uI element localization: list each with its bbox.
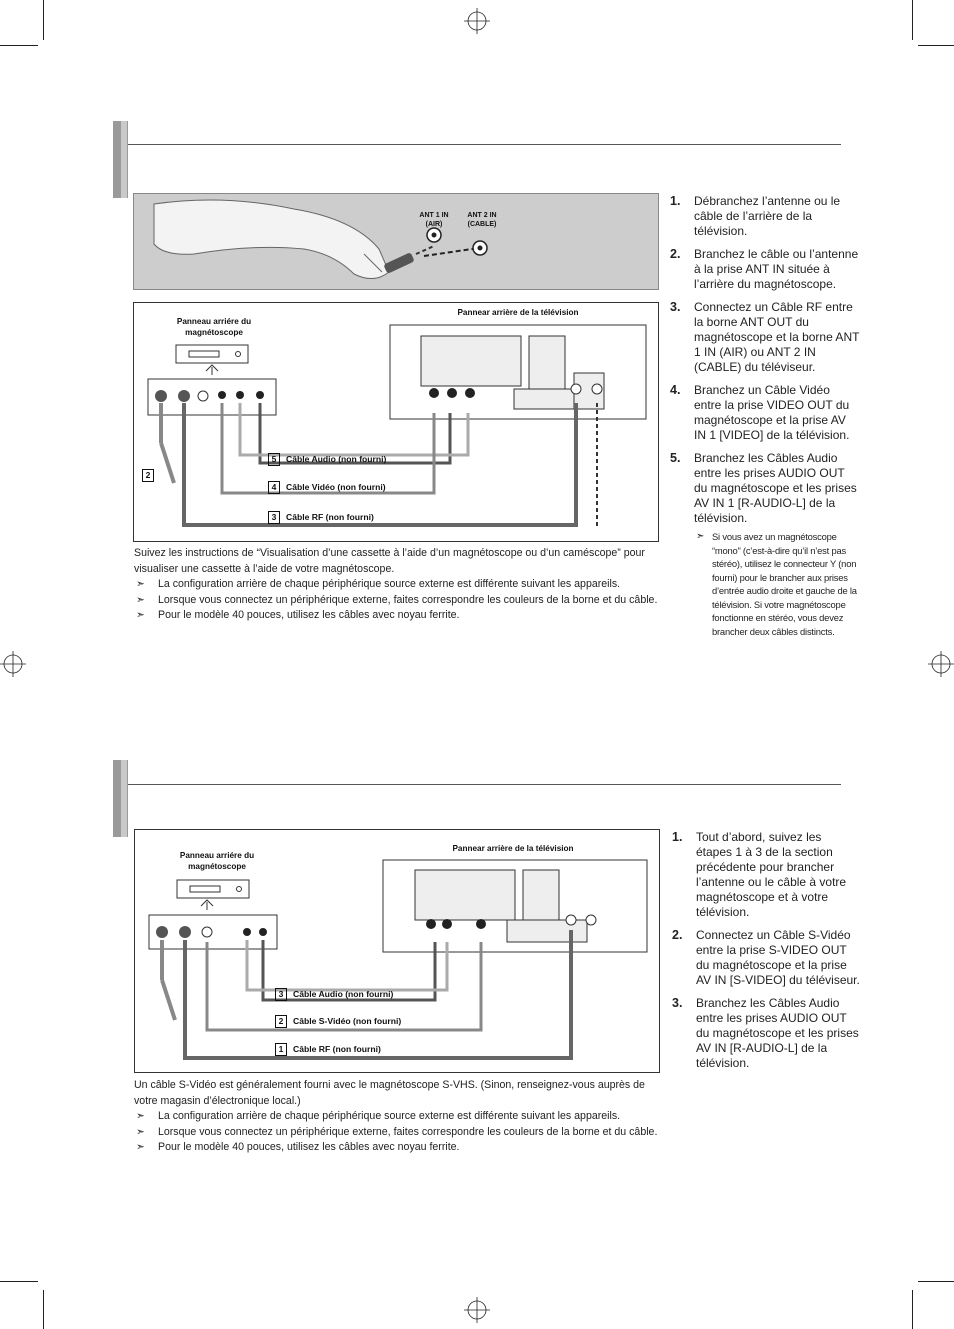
step-item: 4. Branchez un Câble Vidéo entre la prise… [670,383,860,443]
cable-label-text: Câble Audio (non fourni) [293,989,394,999]
step-number: 1. [670,194,681,208]
cable-label-video: 4 Câble Vidéo (non fourni) [268,481,386,494]
note-arrow-icon: ➣ [696,531,705,542]
note-item: ➣ Lorsque vous connectez un périphérique … [134,593,658,609]
step-text: Débranchez l’antenne ou le câble de l’ar… [694,194,841,238]
note-text: Lorsque vous connectez un périphérique e… [158,593,658,606]
note-text: Pour le modèle 40 pouces, utilisez les c… [158,1141,460,1153]
note-arrow-icon: ➣ [136,593,145,606]
note-arrow-icon: ➣ [136,1110,145,1122]
step-text: Connectez un Câble RF entre la borne ANT… [694,300,860,374]
step-item: 5. Branchez les Câbles Audio entre les pr… [670,451,860,638]
step-number: 2. [670,247,681,261]
section-divider [128,784,841,785]
ant2-label: ANT 2 IN (CABLE) [467,212,497,228]
step-number: 3. [670,300,681,314]
cable-label-text: Câble Vidéo (non fourni) [286,482,386,492]
wiring-illustration [147,324,647,528]
note-arrow-icon: ➣ [136,1125,145,1138]
registration-mark-icon [464,8,490,34]
hand-plug-illustration [153,199,488,279]
cable-label-text: Câble RF (non fourni) [293,1044,381,1054]
tv-panel-label: Pannear arrière de la télévision [452,844,574,853]
note-item: ➣ Pour le modèle 40 pouces, utilisez les … [134,1140,658,1156]
crop-mark [43,0,44,40]
mono-note: ➣ Si vous avez un magnétoscope “mono” (c’… [694,530,860,638]
step-text: Branchez un Câble Vidéo entre la prise V… [694,383,850,442]
step-number: 1. [672,830,683,844]
cable-label-audio: 5 Câble Audio (non fourni) [268,453,386,466]
step-text: Branchez le câble ou l’antenne à la pris… [694,247,859,291]
registration-mark-icon [928,651,954,677]
antenna-connection-photo: ANT 1 IN (AIR) ANT 2 IN (CABLE) [133,193,659,290]
section-header-bar [113,121,128,198]
registration-mark-icon [0,651,26,677]
steps-list: 1. Débranchez l’antenne ou le câble de l’… [670,194,860,646]
cable-label-audio: 3 Câble Audio (non fourni) [275,988,393,1001]
cable-label-text: Câble Audio (non fourni) [286,454,387,464]
step-text: Connectez un Câble S-Vidéo entre la pris… [696,928,860,987]
step-text: Branchez les Câbles Audio entre les pris… [694,451,857,525]
note-item: ➣ Pour le modèle 40 pouces, utilisez les … [134,608,658,624]
step-item: 3. Branchez les Câbles Audio entre les pr… [672,996,860,1071]
cable-number: 2 [275,1015,287,1028]
vcr-panel-label: Panneau arriére du magnétoscope [179,851,255,871]
step-item: 1. Tout d’abord, suivez les étapes 1 à 3 … [672,830,860,920]
note-arrow-icon: ➣ [136,578,145,590]
wiring-illustration [148,859,648,1060]
intro-text: Suivez les instructions de “Visualisatio… [134,547,645,575]
step-number: 5. [670,451,681,465]
steps-list: 1. Tout d’abord, suivez les étapes 1 à 3 … [672,830,860,1079]
note-text: Lorsque vous connectez un périphérique e… [158,1125,658,1138]
cable-label-rf: 3 Câble RF (non fourni) [268,511,374,524]
step-item: 3. Connectez un Câble RF entre la borne A… [670,300,860,375]
note-arrow-icon: ➣ [136,1141,145,1153]
cable-number: 4 [268,481,280,494]
tv-panel-label: Pannear arrière de la télévision [457,308,579,317]
note-item: ➣ Lorsque vous connectez un périphérique … [134,1125,658,1141]
vcr-video-connection-diagram: Panneau arriére du magnétoscope Pannear … [133,302,659,542]
crop-mark [912,1290,913,1329]
crop-mark [918,45,954,46]
crop-mark [43,1290,44,1329]
cable-number: 3 [268,511,280,524]
step-item: 2. Connectez un Câble S-Vidéo entre la pr… [672,928,860,988]
note-arrow-icon: ➣ [136,609,145,621]
notes-block: Un câble S-Vidéo est généralement fourni… [134,1078,658,1156]
cable-label-text: Câble RF (non fourni) [286,512,374,522]
mono-note-text: Si vous avez un magnétoscope “mono” (c’e… [712,531,857,637]
note-item: ➣ La configuration arrière de chaque péri… [134,1109,658,1125]
registration-mark-icon [464,1297,490,1323]
step-number: 3. [672,996,683,1010]
crop-mark [912,0,913,40]
cable-number: 3 [275,988,287,1001]
step-number: 2. [672,928,683,942]
step-text: Tout d’abord, suivez les étapes 1 à 3 de… [696,830,847,919]
cable-number: 5 [268,453,280,466]
cable-label-svideo: 2 Câble S-Vidéo (non fourni) [275,1015,401,1028]
crop-mark [918,1281,954,1282]
vcr-svideo-connection-diagram: Panneau arriére du magnétoscope Pannear … [134,829,660,1073]
cable-number: 2 [142,469,154,482]
step-item: 1. Débranchez l’antenne ou le câble de l’… [670,194,860,239]
intro-text: Un câble S-Vidéo est généralement fourni… [134,1079,645,1107]
step-number: 4. [670,383,681,397]
note-text: La configuration arrière de chaque périp… [158,1110,621,1122]
ant1-label: ANT 1 IN (AIR) [419,212,449,228]
crop-mark [0,1281,38,1282]
notes-block: Suivez les instructions de “Visualisatio… [134,546,658,624]
step-text: Branchez les Câbles Audio entre les pris… [696,996,859,1070]
cable-number: 1 [275,1043,287,1056]
step-item: 2. Branchez le câble ou l’antenne à la pr… [670,247,860,292]
note-text: Pour le modèle 40 pouces, utilisez les c… [158,609,460,621]
note-item: ➣ La configuration arrière de chaque péri… [134,577,658,593]
crop-mark [0,45,38,46]
cable-label-rf: 1 Câble RF (non fourni) [275,1043,381,1056]
cable-label-text: Câble S-Vidéo (non fourni) [293,1016,402,1026]
section-divider [128,144,841,145]
note-text: La configuration arrière de chaque périp… [158,578,621,590]
section-header-bar [113,760,128,837]
side-step-number: 2 [142,469,160,482]
vcr-panel-label: Panneau arriére du magnétoscope [176,317,252,337]
